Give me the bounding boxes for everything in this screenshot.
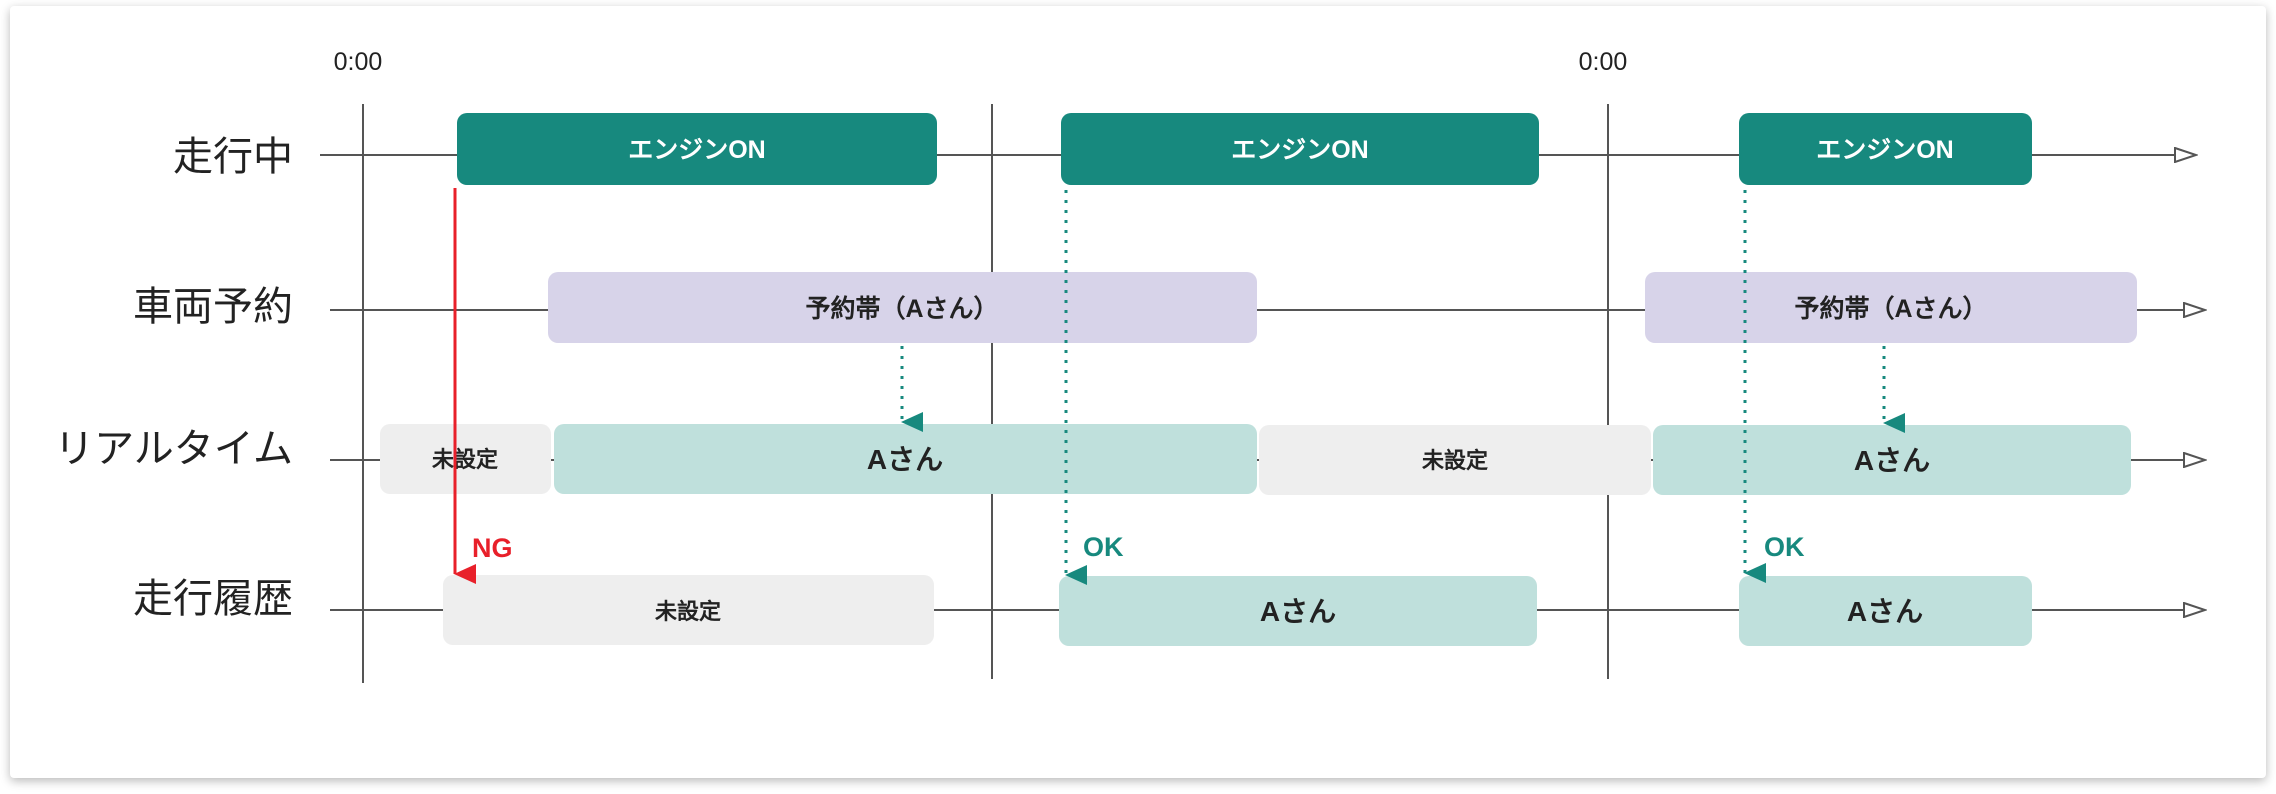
reservation-bar: 予約帯（Aさん） <box>1645 272 2137 343</box>
svg-text:未設定: 未設定 <box>655 599 721 624</box>
svg-text:エンジンON: エンジンON <box>628 136 766 164</box>
history-unset-bar: 未設定 <box>443 575 934 645</box>
svg-text:Aさん: Aさん <box>1854 445 1930 476</box>
row-label-driving: 走行中 <box>173 134 293 180</box>
svg-text:エンジンON: エンジンON <box>1231 136 1369 164</box>
row-label-history: 走行履歴 <box>133 576 293 622</box>
svg-text:未設定: 未設定 <box>1422 448 1488 473</box>
svg-text:Aさん: Aさん <box>867 444 943 475</box>
svg-text:Aさん: Aさん <box>1847 596 1923 627</box>
row-label-realtime: リアルタイム <box>54 426 293 472</box>
engine-on-bar: エンジンON <box>457 113 937 185</box>
history-assigned-bar: Aさん <box>1739 576 2032 646</box>
svg-text:Aさん: Aさん <box>1260 596 1336 627</box>
ng-label: NG <box>472 533 513 563</box>
time-label-midnight-1: 0:00 <box>334 48 383 76</box>
ok-label: OK <box>1764 532 1805 562</box>
realtime-unset-bar: 未設定 <box>380 424 551 494</box>
realtime-assigned-bar: Aさん <box>554 424 1257 494</box>
svg-text:エンジンON: エンジンON <box>1816 136 1954 164</box>
history-assigned-bar: Aさん <box>1059 576 1537 646</box>
engine-on-bar: エンジンON <box>1061 113 1539 185</box>
svg-text:予約帯（Aさん）: 予約帯（Aさん） <box>805 294 998 323</box>
svg-text:未設定: 未設定 <box>432 447 498 472</box>
realtime-unset-bar: 未設定 <box>1259 425 1651 495</box>
time-label-midnight-2: 0:00 <box>1579 48 1628 76</box>
row-label-reservation: 車両予約 <box>133 284 293 330</box>
reservation-bar: 予約帯（Aさん） <box>548 272 1257 343</box>
engine-on-bar: エンジンON <box>1739 113 2032 185</box>
svg-text:予約帯（Aさん）: 予約帯（Aさん） <box>1794 294 1987 323</box>
realtime-assigned-bar: Aさん <box>1653 425 2131 495</box>
ok-label: OK <box>1083 532 1124 562</box>
